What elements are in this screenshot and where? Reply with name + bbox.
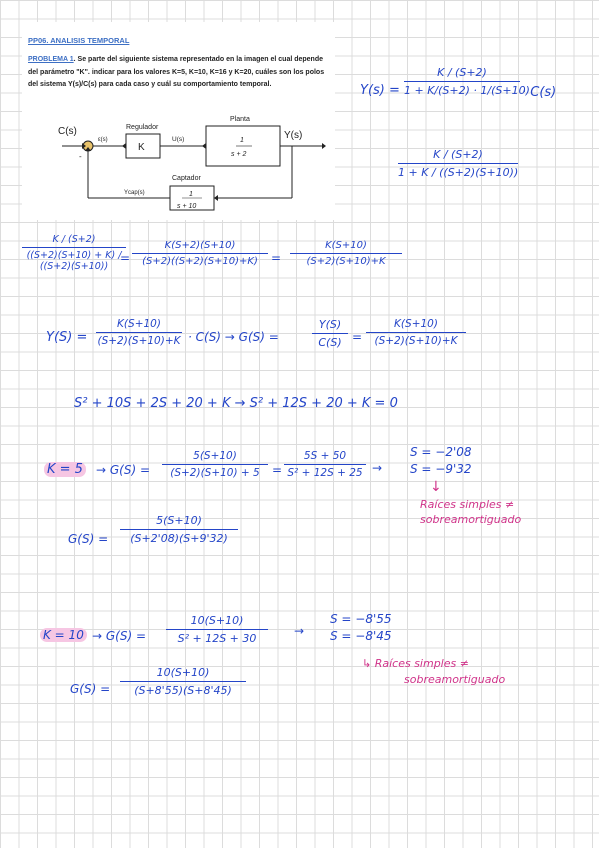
sensor-numerator: 1 <box>189 191 193 198</box>
k10-note-line-1: ↳ Raíces simples ≠ <box>362 656 469 671</box>
k5-final-numerator: 5(S+10) <box>156 514 202 527</box>
k5-final-denominator: (S+2'08)(S+9'32) <box>130 532 228 545</box>
plant-denominator: s + 2 <box>231 151 246 158</box>
eq2-g-fraction: Y(S) C(S) <box>312 318 348 349</box>
output-label: Y(s) <box>284 130 302 141</box>
k10-numerator: 10(S+10) <box>190 614 244 627</box>
eq2-fraction: K(S+10) (S+2)(S+10)+K <box>96 318 182 347</box>
k5-numerator: 5(S+10) <box>193 450 237 462</box>
eq1-left-fraction: K / (S+2) ((S+2)(S+10) + K) / ((S+2)(S+1… <box>22 234 126 272</box>
sensor-signal-label: Ycap(s) <box>124 190 145 196</box>
problem-label: PROBLEMA 1 <box>28 56 74 63</box>
sensor-title: Captador <box>172 175 201 182</box>
eq1-middle-fraction: K(S+2)(S+10) (S+2)((S+2)(S+10)+K) <box>132 240 268 267</box>
k10-final-fraction: 10(S+10) (S+8'55)(S+8'45) <box>120 666 246 697</box>
k5-label: K = 5 <box>44 462 86 477</box>
k5-arrow: → <box>372 461 383 475</box>
k10-g-lhs: → G(S) = <box>92 629 147 643</box>
alt-fraction: K / (S+2) 1 + K / ((S+2)(S+10)) <box>398 148 518 179</box>
eq2-g-result: K(S+10) (S+2)(S+10)+K <box>366 318 466 347</box>
k5-note-line-2: sobreamortiguado <box>420 513 522 526</box>
eq1-middle-denominator: (S+2)((S+2)(S+10)+K) <box>142 256 258 267</box>
eq2-equals: = <box>352 330 363 344</box>
k10-note-line-2: sobreamortiguado <box>404 673 506 686</box>
eq1-middle-numerator: K(S+2)(S+10) <box>164 240 236 251</box>
problem-title: PP06. ANALISIS TEMPORAL <box>28 36 130 45</box>
k5-note-line-1: Raíces simples ≠ <box>420 498 515 511</box>
k10-final-numerator: 10(S+10) <box>156 666 210 679</box>
characteristic-equation: S² + 10S + 2S + 20 + K → S² + 12S + 20 +… <box>74 396 398 411</box>
alt-numerator: K / (S+2) <box>433 148 483 161</box>
k10-final-denominator: (S+8'55)(S+8'45) <box>134 684 232 697</box>
k5-expanded-fraction: 5S + 50 S² + 12S + 25 <box>284 450 366 479</box>
sensor-denominator: s + 10 <box>177 203 196 210</box>
minus-sign: - <box>79 152 82 161</box>
problem-statement: PROBLEMA 1. Se parte del siguiente siste… <box>28 54 326 92</box>
eq1-equals-1: = <box>120 251 131 265</box>
k10-note-hook: ↳ <box>362 657 375 670</box>
y-rhs: · C(s) <box>522 85 557 100</box>
plant-numerator: 1 <box>240 137 244 144</box>
k5-highlight: K = 5 <box>44 462 86 477</box>
k5-root-2: S = −9'32 <box>410 462 472 476</box>
k10-label: K = 10 <box>40 628 87 642</box>
k5-note-arrow: ↓ <box>430 479 442 495</box>
k10-highlight: K = 10 <box>40 628 87 642</box>
k5-root-1: S = −2'08 <box>410 445 472 459</box>
k10-root-1: S = −8'55 <box>330 612 392 626</box>
k5-final-fraction: 5(S+10) (S+2'08)(S+9'32) <box>120 514 238 545</box>
y-fraction: K / (S+2) 1 + K/(S+2) · 1/(S+10) <box>404 66 530 97</box>
problem-text: . Se parte del siguiente sistema represe… <box>28 56 325 88</box>
eq1-right-numerator: K(S+10) <box>325 240 367 251</box>
y-numerator: K / (S+2) <box>437 66 487 79</box>
eq1-left-numerator: K / (S+2) <box>52 234 96 245</box>
k5-final-g-lhs: G(S) = <box>68 532 109 546</box>
eq1-equals-2: = <box>271 251 282 265</box>
block-diagram: C(s) - ε(s) Regulador K U(s) Planta 1 s … <box>58 116 326 211</box>
eq1-right-denominator: (S+2)(S+10)+K <box>306 256 386 267</box>
k5-g-lhs: → G(S) = <box>96 463 151 477</box>
controller-gain: K <box>138 142 145 153</box>
y-lhs: Y(s) = <box>360 83 400 98</box>
eq2-c-to-g: · C(S) → G(S) = <box>188 330 279 344</box>
k5-fraction: 5(S+10) (S+2)(S+10) + 5 <box>162 450 268 479</box>
k10-fraction: 10(S+10) S² + 12S + 30 <box>166 614 268 645</box>
alt-denominator: 1 + K / ((S+2)(S+10)) <box>398 166 519 179</box>
problem-card: PP06. ANALISIS TEMPORAL PROBLEMA 1. Se p… <box>22 22 335 220</box>
eq2-g-denominator: C(S) <box>318 336 342 349</box>
error-label: ε(s) <box>98 137 108 143</box>
k5-expanded-numerator: 5S + 50 <box>303 450 347 462</box>
k10-final-g-lhs: G(S) = <box>70 682 111 696</box>
eq2-g-result-numerator: K(S+10) <box>394 318 438 330</box>
k10-root-2: S = −8'45 <box>330 629 392 643</box>
eq2-numerator: K(S+10) <box>117 318 161 330</box>
k10-arrow: → <box>294 624 305 638</box>
k10-denominator: S² + 12S + 30 <box>177 632 257 645</box>
y-denominator: 1 + K/(S+2) · 1/(S+10) <box>404 84 530 97</box>
eq1-left-denominator: ((S+2)(S+10) + K) / ((S+2)(S+10)) <box>26 250 122 272</box>
controller-title: Regulador <box>126 124 159 131</box>
eq1-right-fraction: K(S+10) (S+2)(S+10)+K <box>290 240 402 267</box>
eq2-y-lhs: Y(S) = <box>46 330 88 345</box>
input-label: C(s) <box>58 126 77 137</box>
eq2-g-numerator: Y(S) <box>318 318 342 331</box>
k5-denominator: (S+2)(S+10) + 5 <box>170 467 260 479</box>
plant-title: Planta <box>230 116 250 123</box>
k10-note-text-1: Raíces simples ≠ <box>374 657 469 670</box>
k5-equals: = <box>272 463 283 477</box>
eq2-g-result-denominator: (S+2)(S+10)+K <box>374 335 458 347</box>
k5-expanded-denominator: S² + 12S + 25 <box>287 467 363 479</box>
control-signal-label: U(s) <box>172 136 184 143</box>
eq2-denominator: (S+2)(S+10)+K <box>97 335 181 347</box>
